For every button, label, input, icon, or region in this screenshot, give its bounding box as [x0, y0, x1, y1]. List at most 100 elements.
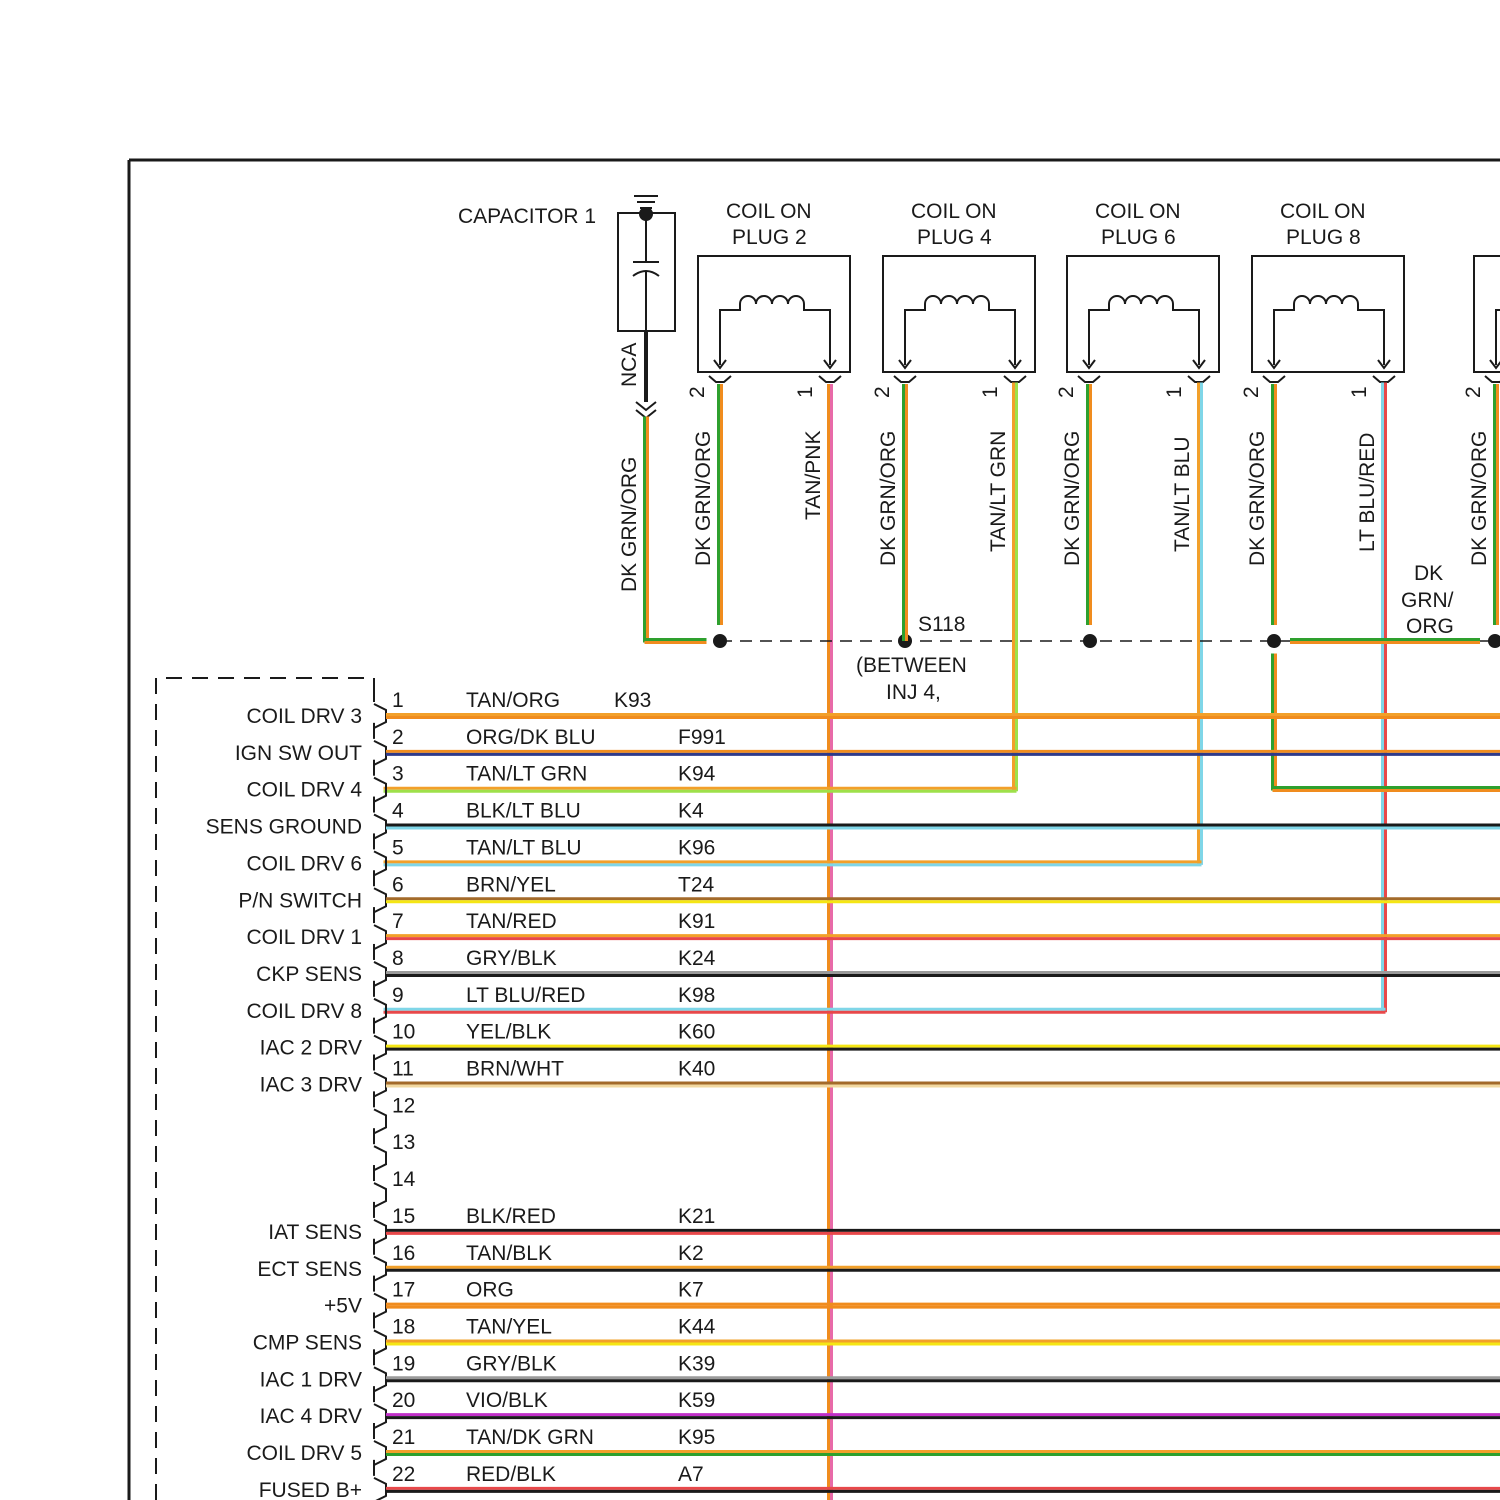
coil-connector-chevron-icon	[709, 376, 841, 382]
coil-winding-icon	[1268, 296, 1390, 368]
coil-pin1-wire-label: LT BLU/RED	[1356, 433, 1379, 552]
coil-pin2-wire	[1273, 384, 1276, 625]
coil-pin2-label: 2	[1462, 386, 1485, 398]
row-wire	[386, 715, 1500, 718]
coil-pin2-label: 2	[871, 386, 894, 398]
circuit-number: K39	[678, 1352, 715, 1375]
pin-number: 13	[392, 1131, 415, 1154]
coil-on-plug-5: 2DK GRN/ORG	[1462, 256, 1500, 625]
pin-chevron-icon	[374, 981, 386, 1023]
coil-pin1-wire-label: TAN/PNK	[802, 431, 825, 520]
pin-number: 15	[392, 1205, 415, 1228]
wire-color-label: TAN/ORG	[466, 689, 560, 712]
pin-number: 19	[392, 1352, 415, 1375]
circuit-number: K4	[678, 800, 704, 823]
coil-connector-chevron-icon	[894, 376, 1026, 382]
coil4-splice-link	[904, 625, 907, 641]
circuit-number: K40	[678, 1058, 715, 1081]
splice-dot	[713, 634, 727, 648]
pin-chevron-icon	[374, 1349, 386, 1391]
pin-chevron-icon	[374, 1423, 386, 1465]
coil-pin2-wire	[1088, 384, 1091, 625]
wire-color-label: TAN/LT BLU	[466, 836, 582, 859]
circuit-number: K94	[678, 763, 716, 786]
row-wire	[386, 1267, 1500, 1270]
pin-function-label: IAC 2 DRV	[260, 1037, 362, 1060]
pin-function-label: COIL DRV 6	[246, 852, 362, 875]
coil-pin1-wire-label: TAN/LT BLU	[1171, 436, 1194, 552]
pin-number: 14	[392, 1168, 416, 1191]
coil-title-line2: PLUG 6	[1101, 226, 1176, 249]
pin-function-label: CMP SENS	[253, 1331, 362, 1354]
splice-note-line1: (BETWEEN	[856, 654, 967, 677]
coil-title-line2: PLUG 4	[917, 226, 992, 249]
pin-function-label: COIL DRV 4	[246, 779, 362, 802]
pin-chevron-icon	[374, 1460, 386, 1500]
coil-pin2-label: 2	[1055, 386, 1078, 398]
row-wire	[386, 1046, 1500, 1049]
coil-winding-icon	[899, 296, 1021, 368]
coil-winding-icon	[714, 296, 836, 368]
row-wire	[386, 1488, 1500, 1491]
pin-function-label: COIL DRV 1	[246, 926, 362, 949]
circuit-number: T24	[678, 873, 715, 896]
wire-color-label: ORG	[466, 1279, 514, 1302]
connector-row: CMP SENS18TAN/YELK44	[253, 1312, 1500, 1354]
coil-pin2-label: 2	[686, 386, 709, 398]
pin-function-label: CKP SENS	[256, 963, 362, 986]
pin-number: 9	[392, 984, 404, 1007]
wire-color-label: BLK/RED	[466, 1205, 556, 1228]
pin-function-label: IAC 1 DRV	[260, 1368, 362, 1391]
pin-chevron-icon	[374, 797, 386, 839]
connector-row: 14	[374, 1165, 416, 1207]
pin-function-label: IAC 3 DRV	[260, 1074, 362, 1097]
pin-chevron-icon	[374, 686, 386, 728]
pin-function-label: COIL DRV 5	[246, 1442, 362, 1465]
pin-number: 10	[392, 1021, 415, 1044]
wire-color-label: BRN/YEL	[466, 873, 556, 896]
coil2-pin1-wire	[829, 384, 832, 1500]
connector-rows: COIL DRV 31TAN/ORGK93IGN SW OUT2ORG/DK B…	[206, 686, 1500, 1500]
coil-pin2-wire-label: DK GRN/ORG	[1061, 431, 1084, 566]
coil-on-plug-3: COIL ONPLUG 621DK GRN/ORGTAN/LT BLU	[1055, 200, 1219, 625]
row-wire	[386, 1083, 1500, 1086]
ground-symbol-icon	[634, 196, 658, 208]
coil-title-line2: PLUG 2	[732, 226, 807, 249]
row-wire	[386, 1378, 1500, 1381]
wire-color-label: TAN/YEL	[466, 1315, 552, 1338]
splice-right-label-line1: DK	[1414, 562, 1443, 585]
splice-name: S118	[918, 613, 966, 636]
capacitor-connector-chevron-icon	[636, 402, 656, 418]
pin-chevron-icon	[374, 1055, 386, 1097]
circuit-number: K60	[678, 1021, 715, 1044]
row-wire	[386, 972, 1500, 975]
coil-pin2-wire-label: DK GRN/ORG	[1246, 431, 1269, 566]
pin-number: 2	[392, 726, 404, 749]
splice-dot	[1083, 634, 1097, 648]
pin-chevron-icon	[374, 1239, 386, 1281]
row-wire	[386, 936, 1500, 939]
pin-chevron-icon	[374, 944, 386, 986]
pin-number: 18	[392, 1315, 415, 1338]
pin-function-label: IAC 4 DRV	[260, 1405, 362, 1428]
wire-color-label: GRY/BLK	[466, 1352, 557, 1375]
wire-color-label: TAN/BLK	[466, 1242, 552, 1265]
pin-chevron-icon	[374, 760, 386, 802]
pin-function-label: +5V	[324, 1295, 362, 1318]
wire-color-label: YEL/BLK	[466, 1021, 551, 1044]
circuit-number: K24	[678, 947, 716, 970]
circuit-number: K96	[678, 836, 715, 859]
wire-color-label: TAN/LT GRN	[466, 763, 587, 786]
circuit-number: A7	[678, 1463, 704, 1486]
circuit-number: K2	[678, 1242, 704, 1265]
coil-pin2-wire-label: DK GRN/ORG	[692, 431, 715, 566]
pin-chevron-icon	[374, 907, 386, 949]
pin-function-label: IAT SENS	[268, 1221, 362, 1244]
pin-chevron-icon	[374, 1202, 386, 1244]
circuit-number: K21	[678, 1205, 715, 1228]
